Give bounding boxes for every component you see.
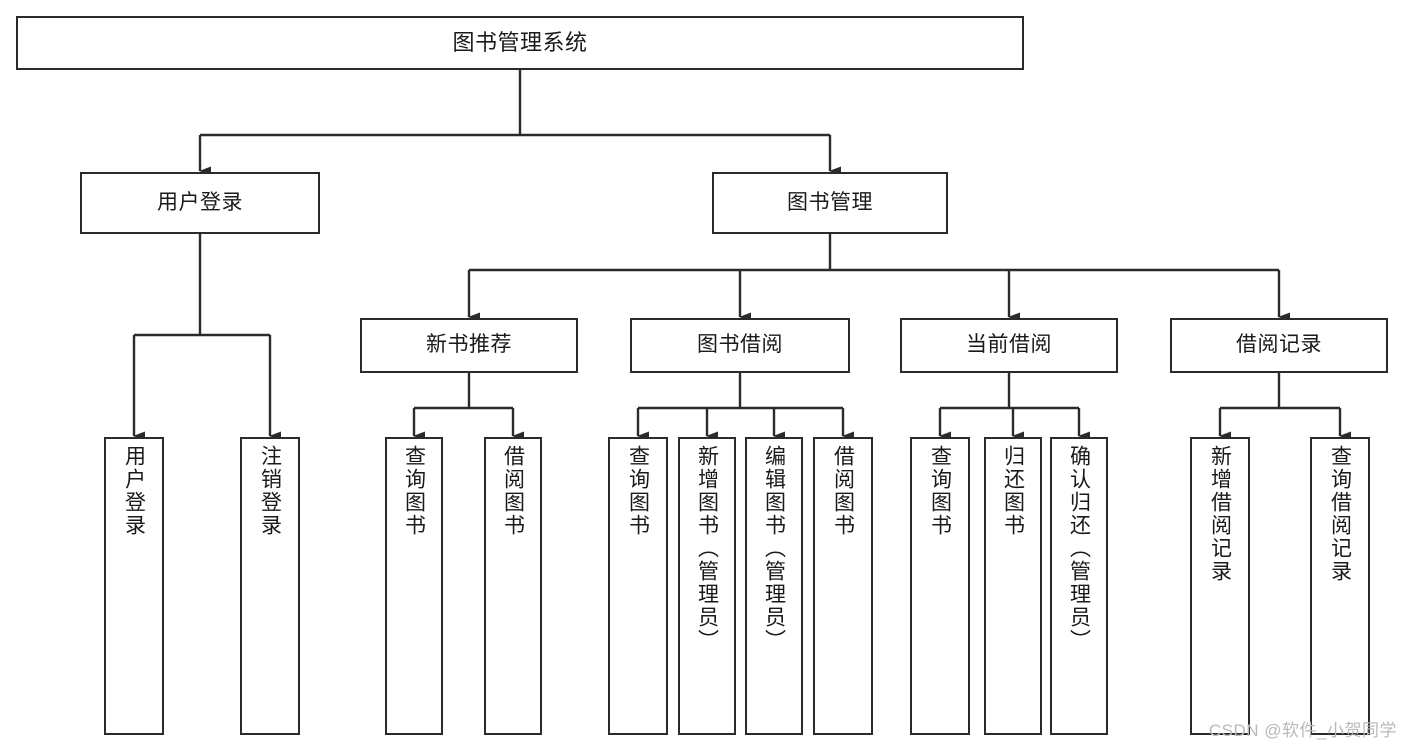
node-label: 用户登录	[122, 445, 146, 537]
node-leaf-query-book-3[interactable]: 查询图书	[910, 437, 970, 735]
node-label: 新书推荐	[426, 333, 512, 357]
node-label: 用户登录	[157, 190, 243, 214]
node-leaf-edit-book-admin[interactable]: 编辑图书（管理员）	[745, 437, 803, 735]
node-leaf-query-book-2[interactable]: 查询图书	[608, 437, 668, 735]
node-leaf-confirm-return-admin[interactable]: 确认归还（管理员）	[1050, 437, 1108, 735]
node-current-borrow[interactable]: 当前借阅	[900, 318, 1118, 373]
node-new-book-recommend[interactable]: 新书推荐	[360, 318, 578, 373]
node-label: 查询图书	[928, 445, 952, 537]
node-root[interactable]: 图书管理系统	[16, 16, 1024, 70]
node-leaf-logout-login[interactable]: 注销登录	[240, 437, 300, 735]
node-label: 当前借阅	[966, 333, 1052, 357]
node-label: 新增借阅记录	[1208, 445, 1232, 583]
node-borrow-record[interactable]: 借阅记录	[1170, 318, 1388, 373]
node-leaf-add-book-admin[interactable]: 新增图书（管理员）	[678, 437, 736, 735]
node-leaf-add-borrow-record[interactable]: 新增借阅记录	[1190, 437, 1250, 735]
node-label: 查询图书	[626, 445, 650, 537]
node-label: 归还图书	[1001, 445, 1025, 537]
node-label: 借阅记录	[1236, 333, 1322, 357]
node-root-label: 图书管理系统	[452, 30, 588, 56]
node-label: 新增图书（管理员）	[695, 445, 719, 652]
node-leaf-user-login[interactable]: 用户登录	[104, 437, 164, 735]
node-leaf-borrow-book-2[interactable]: 借阅图书	[813, 437, 873, 735]
node-label: 图书借阅	[697, 333, 783, 357]
node-label: 编辑图书（管理员）	[762, 445, 786, 652]
node-leaf-borrow-book-1[interactable]: 借阅图书	[484, 437, 542, 735]
node-label: 注销登录	[258, 445, 282, 537]
node-book-manage[interactable]: 图书管理	[712, 172, 948, 234]
node-label: 查询借阅记录	[1328, 445, 1352, 583]
node-label: 借阅图书	[501, 445, 525, 537]
node-label: 借阅图书	[831, 445, 855, 537]
node-label: 查询图书	[402, 445, 426, 537]
node-book-borrow[interactable]: 图书借阅	[630, 318, 850, 373]
node-leaf-query-book-1[interactable]: 查询图书	[385, 437, 443, 735]
node-user-login[interactable]: 用户登录	[80, 172, 320, 234]
node-leaf-query-borrow-record[interactable]: 查询借阅记录	[1310, 437, 1370, 735]
node-label: 图书管理	[787, 190, 873, 214]
node-label: 确认归还（管理员）	[1067, 445, 1091, 652]
node-leaf-return-book[interactable]: 归还图书	[984, 437, 1042, 735]
